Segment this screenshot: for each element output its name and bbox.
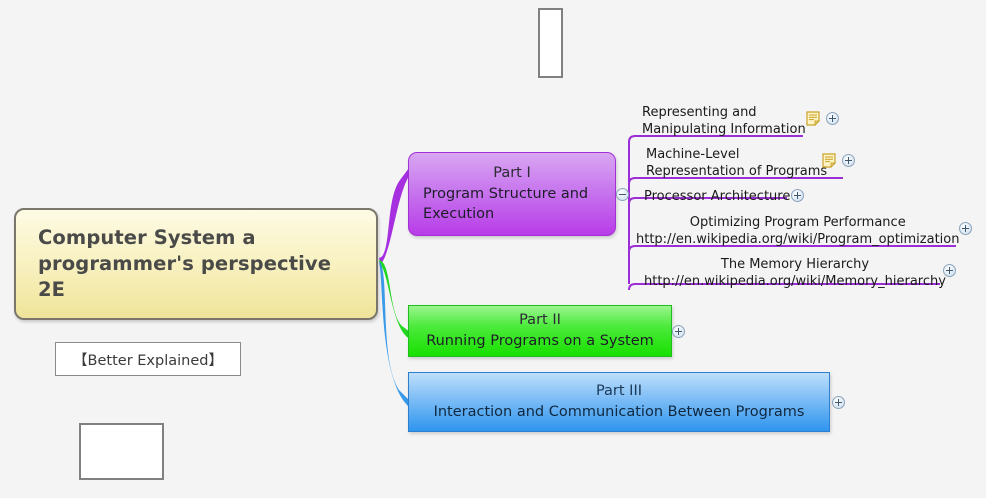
- branch-node-part-3[interactable]: Part III Interaction and Communication B…: [408, 372, 830, 432]
- better-explained-text: 【Better Explained】: [73, 352, 223, 369]
- part-2-subtitle: Running Programs on a System: [426, 333, 654, 349]
- subtopic-optimizing-program-performance[interactable]: Optimizing Program Performance http://en…: [636, 214, 960, 249]
- expand-toggle-representing-information[interactable]: [826, 112, 839, 125]
- branch-node-part-2[interactable]: Part II Running Programs on a System: [408, 305, 672, 357]
- minus-circle-icon[interactable]: [616, 188, 629, 201]
- branch-node-part-1[interactable]: Part I Program Structure and Execution: [408, 152, 616, 236]
- better-explained-label[interactable]: 【Better Explained】: [55, 342, 241, 376]
- central-topic-node[interactable]: Computer System a programmer's perspecti…: [14, 208, 378, 320]
- expand-toggle-optimizing-program-performance[interactable]: [959, 222, 972, 235]
- subtopic-representing-information-line-2: Manipulating Information: [642, 122, 806, 138]
- expand-toggle-memory-hierarchy[interactable]: [943, 264, 956, 277]
- plus-bar-vertical: [964, 225, 967, 232]
- subtopic-optimizing-url[interactable]: http://en.wikipedia.org/wiki/Program_opt…: [636, 232, 960, 248]
- expand-toggle-machine-level-representation[interactable]: [842, 154, 855, 167]
- plus-circle-icon[interactable]: [943, 264, 956, 277]
- plus-circle-icon[interactable]: [842, 154, 855, 167]
- connector-root-to-part3: [379, 261, 409, 407]
- subtopic-representing-information-line-1: Representing and: [642, 105, 757, 120]
- central-topic-text: Computer System a programmer's perspecti…: [38, 225, 331, 303]
- plus-bar-vertical: [948, 267, 951, 274]
- plus-bar-vertical: [837, 399, 840, 406]
- plus-bar-vertical: [847, 157, 850, 164]
- plus-bar-vertical: [831, 115, 834, 122]
- note-icon[interactable]: [806, 111, 820, 126]
- collapse-toggle-part-1[interactable]: [616, 188, 629, 201]
- expand-toggle-part-2[interactable]: [672, 325, 685, 338]
- part-1-title: Part I: [493, 165, 531, 182]
- part-1-subtitle-line-1: Program Structure and: [423, 185, 589, 202]
- central-topic-line-1: Computer System a: [38, 226, 256, 250]
- minus-bar: [619, 193, 626, 196]
- plus-circle-icon[interactable]: [832, 396, 845, 409]
- plus-circle-icon[interactable]: [959, 222, 972, 235]
- subtopic-memory-hierarchy[interactable]: The Memory Hierarchy http://en.wikipedia…: [644, 256, 946, 291]
- part-3-title: Part III: [595, 383, 643, 400]
- subtopic-processor-architecture-line-1: Processor Architecture: [644, 189, 791, 204]
- subtopic-machine-level-line-1: Machine-Level: [646, 147, 740, 162]
- plus-circle-icon[interactable]: [791, 189, 804, 202]
- central-topic-line-2: programmer's perspective: [38, 252, 332, 276]
- plus-bar-vertical: [677, 328, 680, 335]
- expand-toggle-part-3[interactable]: [832, 396, 845, 409]
- empty-box-top[interactable]: [538, 8, 563, 78]
- part-2-title: Part II: [519, 312, 561, 329]
- plus-bar-vertical: [796, 192, 799, 199]
- subtopic-memory-hierarchy-url[interactable]: http://en.wikipedia.org/wiki/Memory_hier…: [644, 274, 946, 290]
- plus-circle-icon[interactable]: [826, 112, 839, 125]
- note-icon[interactable]: [822, 153, 836, 168]
- subtopic-machine-level-representation[interactable]: Machine-Level Representation of Programs: [646, 146, 827, 181]
- subtopic-optimizing-line-1: Optimizing Program Performance: [689, 215, 906, 230]
- empty-box-bottom[interactable]: [79, 423, 164, 480]
- part-3-subtitle: Interaction and Communication Between Pr…: [433, 404, 805, 420]
- subtopic-memory-hierarchy-line-1: The Memory Hierarchy: [720, 257, 870, 272]
- expand-toggle-processor-architecture[interactable]: [791, 189, 804, 202]
- part-1-subtitle-line-2: Execution: [423, 206, 495, 223]
- subtopic-representing-information[interactable]: Representing and Manipulating Informatio…: [642, 104, 806, 139]
- plus-circle-icon[interactable]: [672, 325, 685, 338]
- central-topic-line-3: 2E: [38, 277, 66, 301]
- connector-root-to-part2: [379, 260, 410, 339]
- subtopic-processor-architecture[interactable]: Processor Architecture: [644, 188, 790, 205]
- subtopic-machine-level-line-2: Representation of Programs: [646, 164, 828, 180]
- connector-root-to-part1: [379, 168, 409, 264]
